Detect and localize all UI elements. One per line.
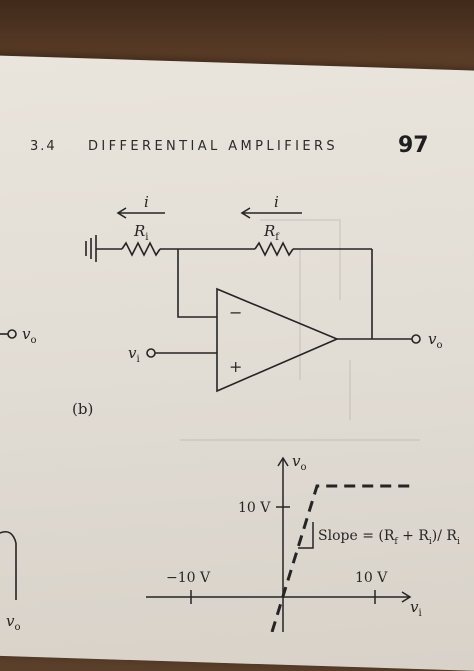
page-content: 3.4 DIFFERENTIAL AMPLIFIERS 97 [0,133,460,632]
transfer-graph [146,456,412,632]
resistor-ri [121,241,161,257]
current-label-right: i [274,193,279,211]
section-number: 3.4 [30,139,57,154]
current-label-left: i [144,193,149,211]
opamp-minus-sign: − [229,303,242,322]
transfer-curve-dashed [270,484,410,632]
resistor-rf [254,241,294,257]
figure-svg: i i Ri Rf − + vi vo vo (b) vo 10 V [0,193,460,632]
show-through [180,219,420,441]
opamp-triangle [216,287,340,393]
y-axis-vo-label: vo [292,452,307,473]
output-terminal [411,334,421,344]
slope-triangle [298,522,314,549]
opamp-plus-sign: + [229,357,242,376]
rf-label: Rf [263,222,280,243]
page-header: 3.4 DIFFERENTIAL AMPLIFIERS 97 [30,133,430,161]
x-axis-arrowhead [401,591,412,603]
x-tick-label-pos-10v: 10 V [355,570,388,586]
input-vi-label: vi [128,344,140,365]
ri-label: Ri [133,222,149,243]
page-number: 97 [398,133,429,158]
input-terminal [146,348,156,358]
current-arrowhead-left [116,207,127,219]
section-title: DIFFERENTIAL AMPLIFIERS [88,139,339,154]
left-output-terminal [7,329,17,339]
slope-label: Slope = (Rf + Ri)/ Ri [318,528,460,547]
x-tick-label-neg-10v: −10 V [166,570,211,586]
y-axis-arrowhead [277,456,289,467]
wire-junction-minus [177,249,217,318]
opamp-circuit [0,207,421,393]
current-arrowhead-right [240,207,251,219]
left-output-vo-label: vo [22,325,37,346]
output-vo-label: vo [428,330,443,351]
y-tick-label-10v: 10 V [238,500,271,516]
x-axis-vi-label: vi [410,598,422,619]
bottom-left-vo-label: vo [6,612,21,632]
partial-left-figure [0,530,17,600]
partial-curve [0,530,17,544]
figure-label-b: (b) [72,400,93,418]
